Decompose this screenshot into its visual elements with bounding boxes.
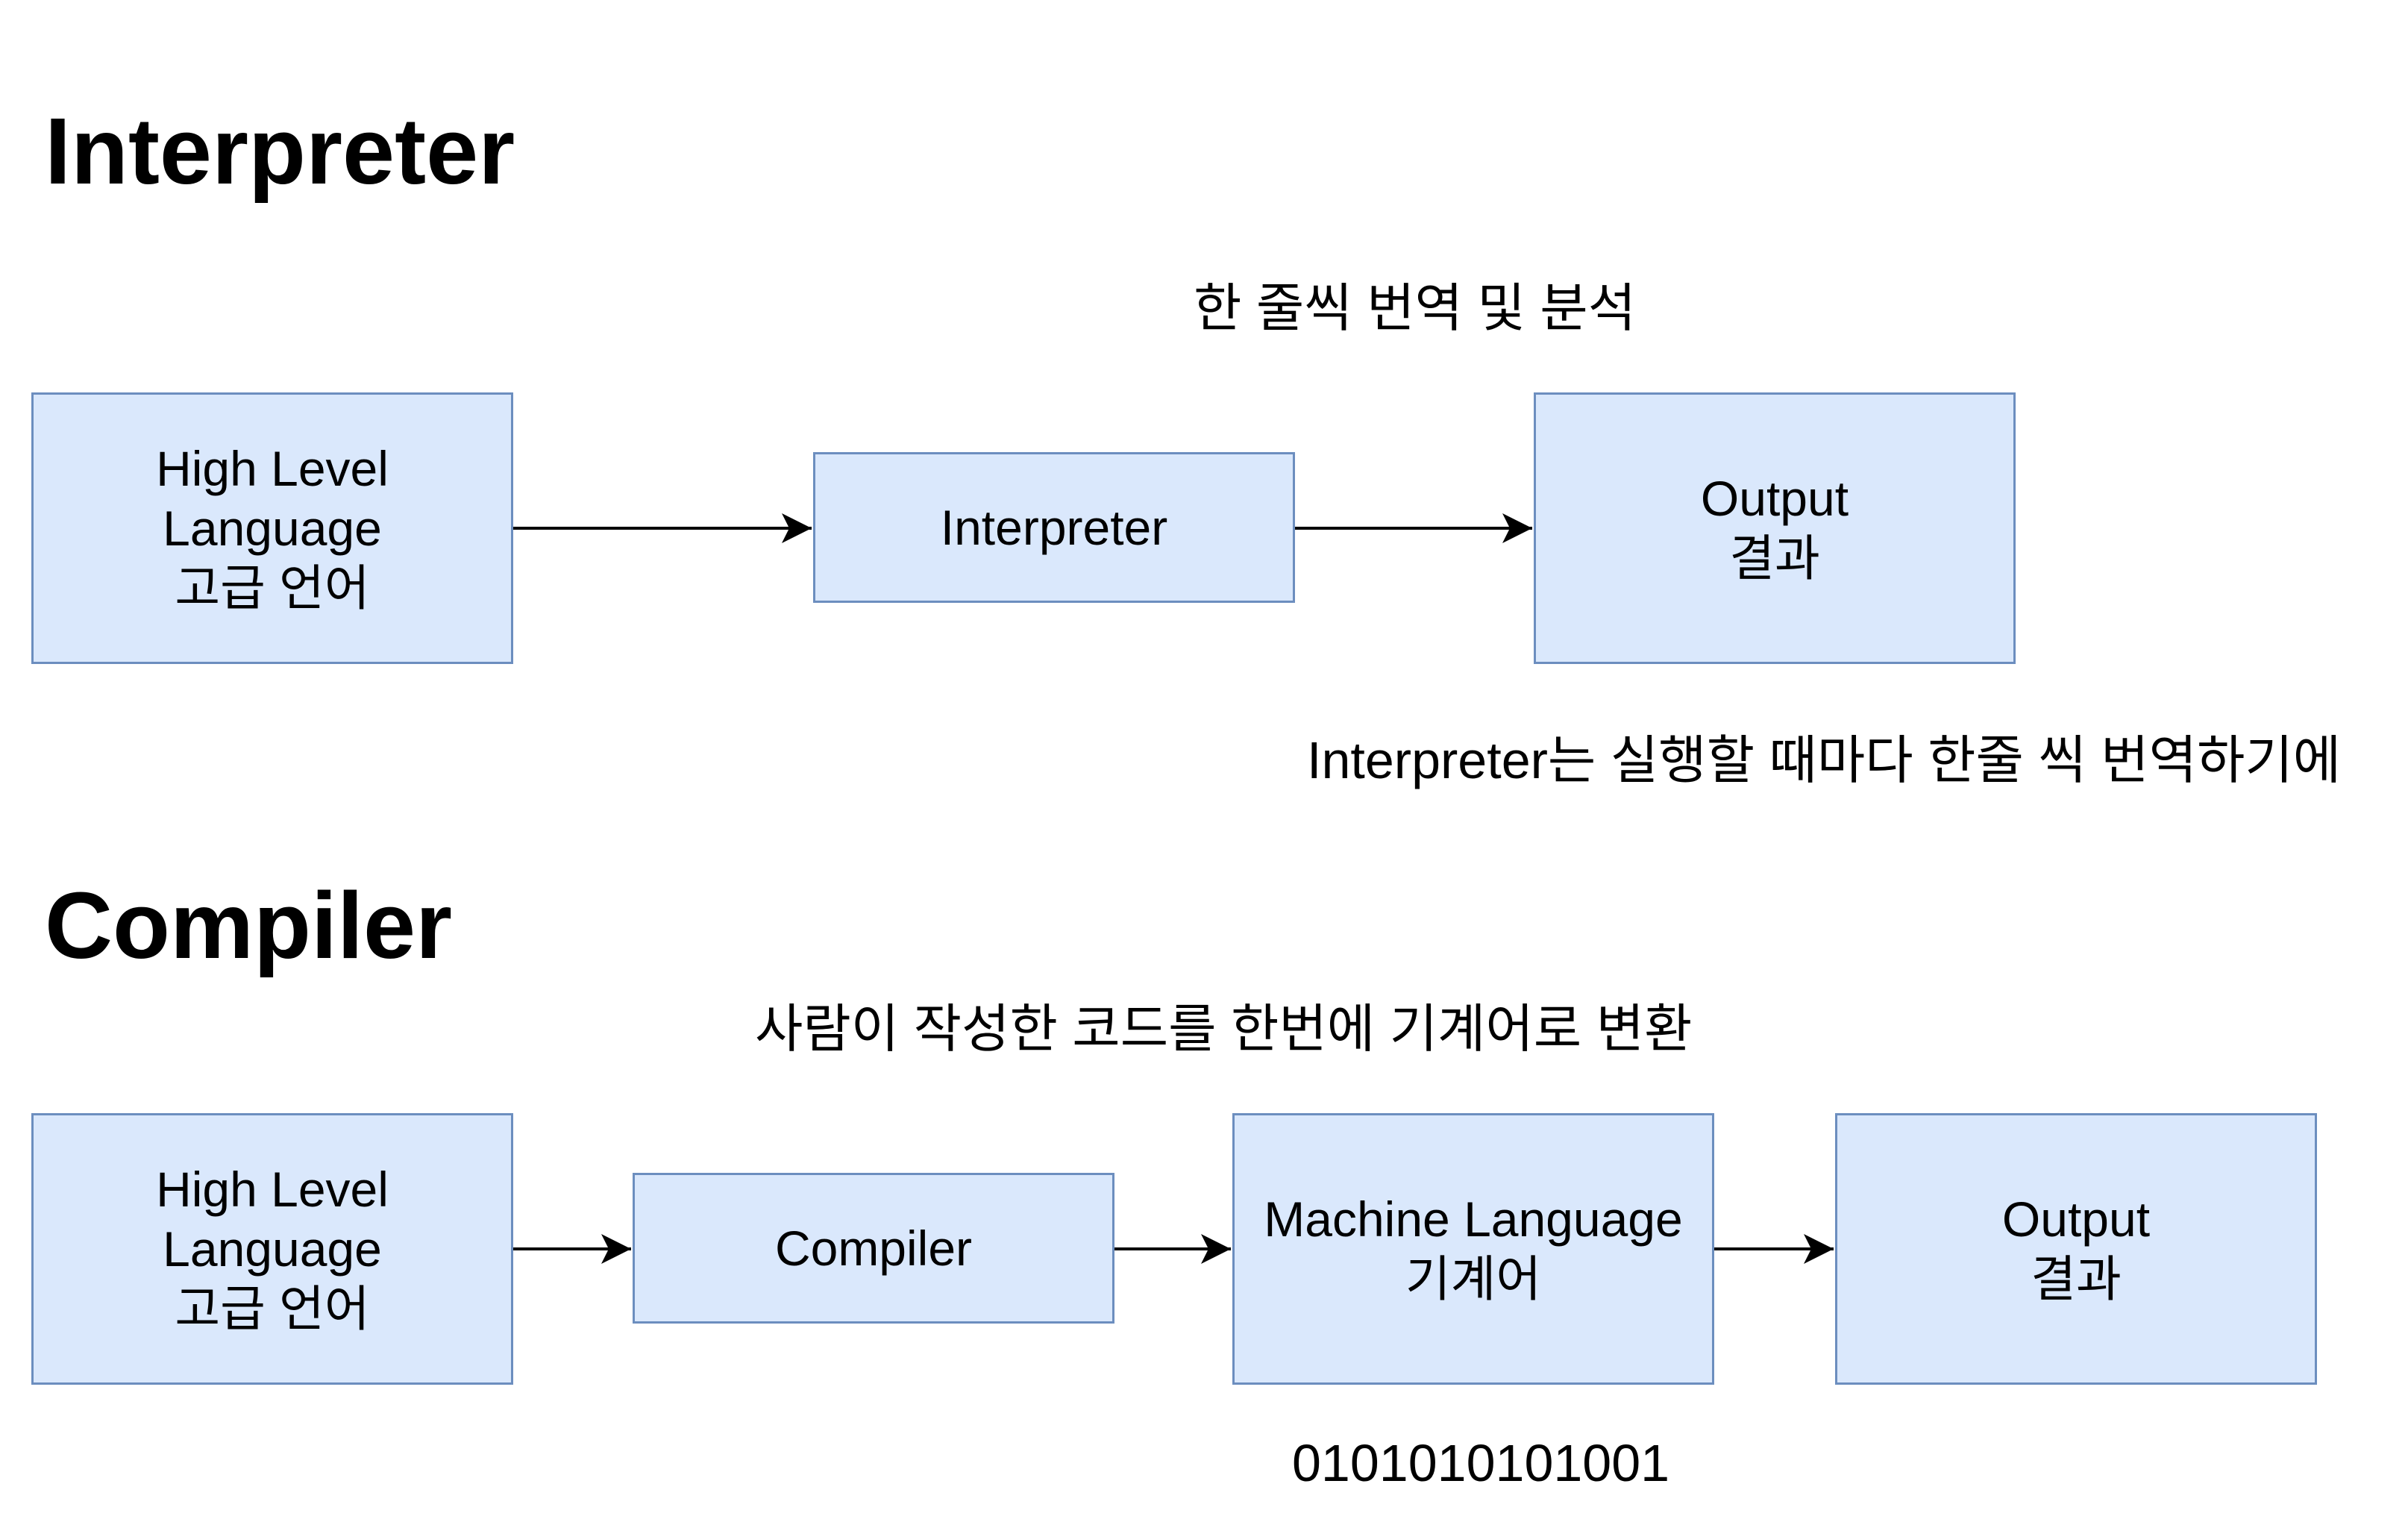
compiler-output-box: Output 결과 [1835,1113,2317,1385]
interpreter-source-box: High Level Language 고급 언어 [31,392,513,664]
source-line-2: Language [163,501,382,556]
source-line-3: 고급 언어 [175,560,370,616]
output-line-2: 결과 [1729,530,1820,586]
interpreter-box-label: Interpreter [940,500,1168,555]
source-line-1: High Level [156,1162,389,1217]
interpreter-process-note: 한 줄씩 번역 및 분석 [1194,279,1636,337]
compiler-heading: Compiler [45,873,453,978]
output-line-2: 결과 [2031,1251,2122,1306]
compiler-box-label: Compiler [774,1221,973,1276]
machine-line-2: 기계어 [1405,1251,1542,1306]
interpreter-output-box: Output 결과 [1534,392,2016,664]
interpreter-box: Interpreter [813,452,1295,603]
source-line-3: 고급 언어 [175,1281,370,1336]
interpreter-heading: Interpreter [45,98,515,204]
binary-note: 0101010101001 [1292,1434,1670,1492]
compiler-source-box: High Level Language 고급 언어 [31,1113,513,1385]
source-line-2: Language [163,1221,382,1277]
machine-language-box: Machine Language 기계어 [1232,1113,1714,1385]
machine-line-1: Machine Language [1264,1191,1683,1247]
interpreter-footer-note: Interpreter는 실행할 때마다 한줄 씩 번역하기에 [1307,731,2342,789]
source-line-1: High Level [156,441,389,496]
compiler-box: Compiler [633,1173,1114,1324]
output-line-1: Output [1700,471,1849,526]
compiler-process-note: 사람이 작성한 코드를 한번에 기계어로 변환 [755,1000,1693,1058]
output-line-1: Output [2001,1191,2151,1247]
